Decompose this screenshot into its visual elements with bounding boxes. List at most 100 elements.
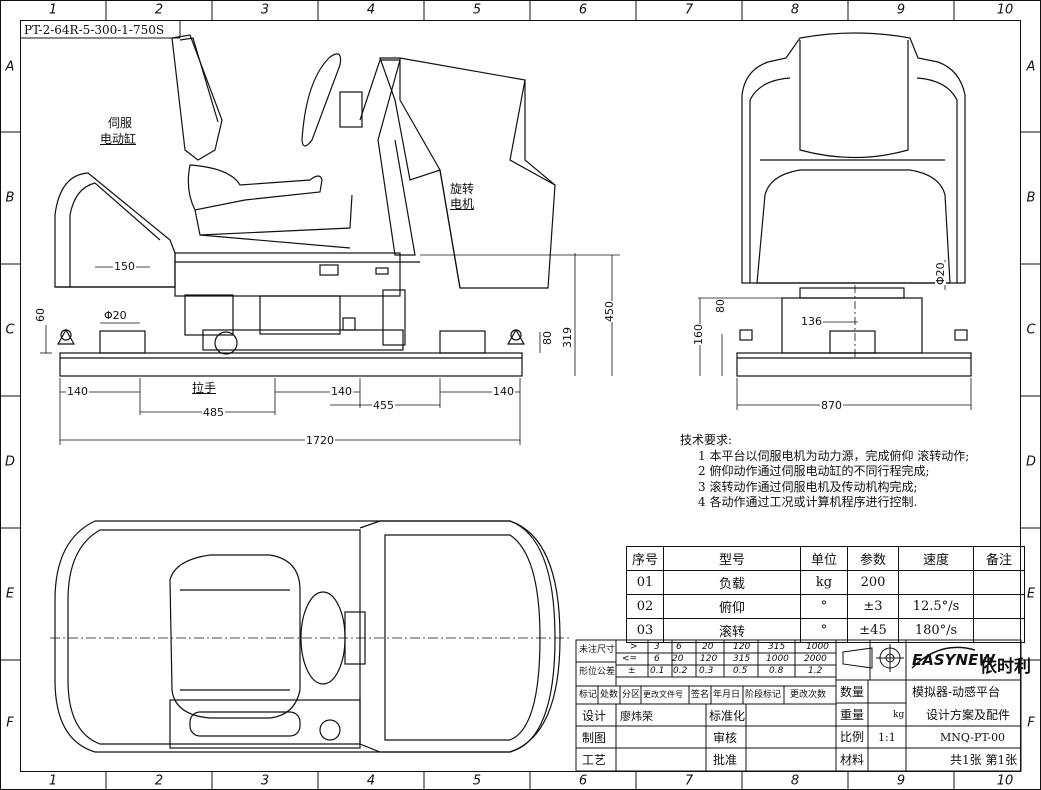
- spec-cell: [973, 618, 1025, 643]
- rev-header-zone: 分区: [622, 690, 641, 700]
- spec-cell: ±45: [847, 618, 899, 643]
- tol-le-5: 1000: [766, 654, 789, 664]
- grid-col-2-top: 2: [154, 2, 164, 18]
- spec-cell: [898, 570, 974, 595]
- callout-rotary-motor-line2: 电机: [450, 197, 475, 211]
- tol-pm-6: 1.2: [808, 666, 823, 676]
- tol-gt-4: 120: [733, 642, 751, 652]
- tol-gt-3: 20: [702, 642, 714, 652]
- tech-item-4: 4 各动作通过工况或计算机程序进行控制.: [698, 495, 918, 509]
- dim-450: 450: [603, 301, 616, 322]
- grid-row-e-right: E: [1026, 586, 1036, 602]
- spec-cell: 滚转: [663, 618, 801, 643]
- top-view: [50, 520, 570, 753]
- drawing-name-line1: 模拟器-动感平台: [912, 685, 1001, 699]
- grid-row-d-left: D: [4, 454, 16, 470]
- part-code: PT-2-64R-5-300-1-750S: [24, 23, 165, 37]
- grid-row-c-right: C: [1026, 322, 1036, 338]
- grid-row-d-right: D: [1025, 454, 1037, 470]
- tol-le-1: 6: [654, 654, 660, 664]
- grid-col-10-top: 10: [996, 2, 1014, 18]
- title-block: [575, 639, 1022, 772]
- drawing-number: MNQ-PT-00: [940, 731, 1006, 744]
- company-name: 依时利: [980, 657, 1031, 677]
- spec-cell: 02: [626, 594, 664, 619]
- rev-header-count: 处数: [600, 690, 619, 700]
- tolerance-label-1: 未注尺寸: [579, 645, 616, 655]
- rev-header-doc: 更改文件号: [643, 690, 683, 699]
- side-view-dims: [40, 253, 620, 445]
- spec-cell: kg: [800, 570, 848, 595]
- grid-col-6-top: 6: [578, 2, 588, 18]
- dim-phi20-side: Φ20: [103, 309, 128, 322]
- grid-row-e-left: E: [5, 586, 15, 602]
- rev-header-times: 更改次数: [790, 690, 827, 700]
- standard-label: 标准化: [709, 709, 746, 723]
- process-label: 工艺: [582, 753, 607, 767]
- spec-cell: °: [800, 618, 848, 643]
- spec-cell: 12.5°/s: [898, 594, 974, 619]
- drawing-name-line2: 设计方案及配件: [926, 708, 1011, 722]
- dim-phi20-front: Φ20: [934, 262, 947, 285]
- tol-le-2: 20: [672, 654, 684, 664]
- spec-cell: 负载: [663, 570, 801, 595]
- tolerance-label-2: 形位公差: [579, 667, 616, 677]
- callout-handle: 拉手: [192, 381, 217, 395]
- spec-cell: 俯仰: [663, 594, 801, 619]
- dim-80-side: 80: [541, 331, 554, 345]
- design-label: 设计: [582, 709, 607, 723]
- grid-row-c-left: C: [5, 322, 15, 338]
- dim-140-left: 140: [66, 385, 89, 398]
- spec-header-model: 型号: [663, 546, 801, 571]
- callout-servo-cylinder-line2: 电动缸: [100, 132, 137, 146]
- spec-cell: 03: [626, 618, 664, 643]
- grid-col-5-bottom: 5: [472, 773, 482, 789]
- dim-455: 455: [372, 399, 395, 412]
- tolerance-sym-le: <=: [622, 654, 638, 664]
- designer-name: 廖炜荣: [620, 710, 653, 723]
- grid-row-a-left: A: [5, 59, 15, 75]
- draw-label: 制图: [582, 731, 607, 745]
- tol-le-4: 315: [733, 654, 751, 664]
- company-logo: EASYNEW: [912, 651, 995, 669]
- tol-gt-2: 6: [676, 642, 682, 652]
- material-label: 材料: [840, 753, 865, 767]
- tol-pm-1: 0.1: [650, 666, 665, 676]
- spec-header-param: 参数: [847, 546, 899, 571]
- rev-header-sign: 签名: [691, 690, 710, 700]
- spec-header-unit: 单位: [800, 546, 848, 571]
- tolerance-sym-pm: ±: [628, 666, 636, 676]
- spec-header-no: 序号: [626, 546, 664, 571]
- dim-160: 160: [692, 324, 705, 345]
- grid-col-4-bottom: 4: [366, 773, 376, 789]
- grid-col-9-bottom: 9: [896, 773, 906, 789]
- grid-col-8-top: 8: [790, 2, 800, 18]
- scale-label: 比例: [840, 730, 865, 744]
- grid-row-a-right: A: [1026, 59, 1036, 75]
- spec-cell: ±3: [847, 594, 899, 619]
- table-row: 01 负载 kg 200: [626, 570, 1025, 595]
- inner-frame: [20, 20, 1021, 772]
- dim-870: 870: [820, 399, 843, 412]
- weight-label: 重量: [840, 708, 865, 722]
- spec-header-speed: 速度: [898, 546, 974, 571]
- tol-pm-4: 0.5: [733, 666, 748, 676]
- grid-col-3-top: 3: [260, 2, 270, 18]
- tol-le-3: 120: [700, 654, 718, 664]
- tol-gt-5: 315: [768, 642, 786, 652]
- spec-table: 序号 型号 单位 参数 速度 备注 01 负载 kg 200 02 俯仰 ° ±…: [626, 546, 1025, 643]
- spec-cell: 01: [626, 570, 664, 595]
- grid-col-1-bottom: 1: [48, 773, 58, 789]
- grid-col-5-top: 5: [472, 2, 482, 18]
- rev-header-date: 年月日: [713, 690, 741, 700]
- grid-row-f-left: F: [6, 715, 14, 731]
- qty-label: 数量: [840, 685, 865, 699]
- tolerance-sym-gt: >: [630, 642, 638, 652]
- grid-col-8-bottom: 8: [790, 773, 800, 789]
- check-label: 审核: [713, 731, 738, 745]
- grid-col-1-top: 1: [48, 2, 58, 18]
- sheet-count: 共1张 第1张: [950, 753, 1018, 767]
- tech-item-1: 1 本平台以伺服电机为动力源，完成俯仰 滚转动作;: [698, 448, 970, 463]
